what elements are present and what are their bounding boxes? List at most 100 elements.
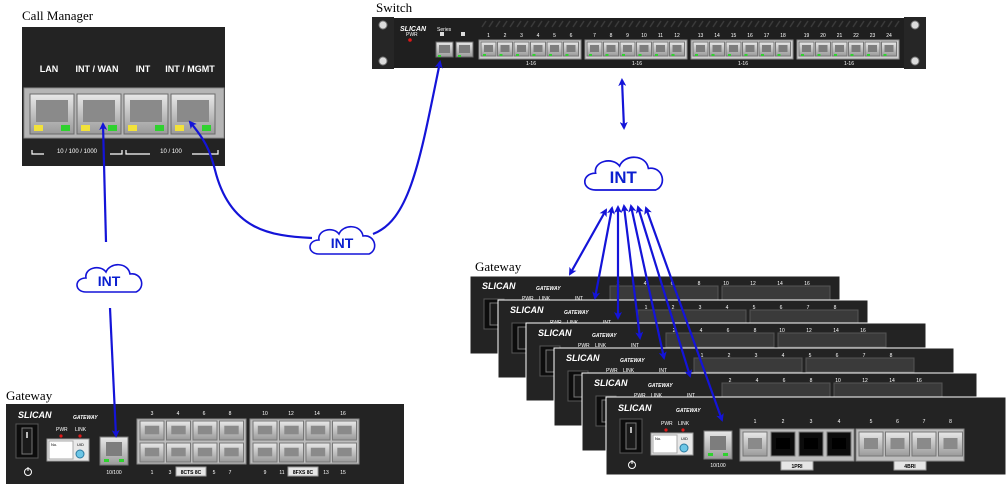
rj-port [770,431,796,457]
rj-port [332,420,357,441]
gateway-front-pwr: PWR [661,421,673,427]
cm-speed-left: 10 / 100 / 1000 [57,149,98,155]
gateway-single-uplink-speed: 10/100 [106,470,122,476]
rj-port [938,431,963,457]
gateway-single-port-number: 6 [203,411,206,417]
gateway-front-uid-label: UID [681,436,688,441]
gateway-single-port-number: 13 [323,470,329,476]
gateway-front-port-number: 2 [782,419,785,425]
gateway-stack-port-number: 6 [780,305,783,311]
gateway-front-port-number: 3 [810,419,813,425]
switch-port-number: 4 [537,33,540,39]
switch-port [497,41,513,57]
gateway-stack-port-number: 6 [836,353,839,359]
gateway-single-uid-button[interactable] [75,449,85,459]
gateway-stack-port-number: 8 [754,328,757,334]
switch-port-number: 17 [764,33,770,39]
switch-port-number: 2 [504,33,507,39]
cloud-middle: INT [309,225,376,255]
gateway-stack-port-number: 8 [834,305,837,311]
gateway-single-port-number: 1 [151,470,154,476]
switch-port-number: 1 [487,33,490,39]
gateway-single-no-label: No. [51,442,57,447]
rj-port [139,420,165,441]
gateway-stack-port-number: 7 [863,353,866,359]
gateway-stack-port-number: 10 [835,378,841,384]
gateway-stack-port-number: 14 [777,281,783,287]
gateway-stack-port-number: 7 [807,305,810,311]
gateway-single-link-label: LINK [75,427,87,433]
switch-port [881,41,897,57]
gateway-front-port-number: 1 [754,419,757,425]
switch-port-number: 10 [641,33,647,39]
gateway-single-port-number: 7 [229,470,232,476]
gateway-stack-brand: SLICAN [538,328,572,338]
cm-ethernet-port [29,93,75,135]
gateway-front-word: GATEWAY [676,408,701,414]
gateway-front-port-number: 5 [870,419,873,425]
connections [99,60,724,438]
gateway-stack-word: GATEWAY [536,286,561,292]
switch-port-number: 6 [570,33,573,39]
switch-group-label: 1-16 [844,61,854,67]
switch-port-number: 22 [853,33,859,39]
switch-group-label: 1-16 [632,61,642,67]
switch-port [864,41,881,57]
gateway-stack-port-number: 4 [700,328,703,334]
gateway-stack-port-number: 16 [916,378,922,384]
gateway-single-brand: SLICAN [18,410,52,420]
arrow-cloud-middle-to-switch [372,60,443,236]
switch-port-number: 15 [731,33,737,39]
switch-port [636,41,652,57]
power-symbol-icon [24,467,32,476]
switch-port-number: 5 [553,33,556,39]
gateway-stack-link: LINK [539,296,551,302]
rj-port [826,431,852,457]
rj-port [219,442,244,463]
gateway-single-word: GATEWAY [73,415,98,421]
gateway-stack-int: INT [575,296,583,302]
rj-port [252,442,278,463]
power-symbol-icon [628,460,636,469]
arrow-switch-to-cloud-right [618,78,628,130]
switch-port [831,41,848,57]
gateway-single-port-number: 4 [177,411,180,417]
gateway-front-port-number: 6 [896,419,899,425]
gateway-single-port-number: 10 [262,411,268,417]
switch-group-label: 1-16 [526,61,536,67]
switch-port [742,41,758,57]
gateway-stack-port-number: 8 [810,378,813,384]
cloud-right: INT [583,156,664,191]
cm-port-label-int-mgmt: INT / MGMT [165,64,215,74]
gateway-stack-pwr: PWR [606,368,618,374]
switch-port-number: 18 [780,33,786,39]
gateway-stack-port-number: 1 [645,305,648,311]
switch-port [513,41,530,57]
gateway-front-group-right: 4BRI [904,464,916,470]
gateway-stack-port-number: 3 [699,305,702,311]
gateway-single-port-number: 16 [340,411,346,417]
gateway-front-pwr-led [664,428,668,432]
gateway-front-uid-button[interactable] [679,443,689,453]
rj-port [305,442,331,463]
switch-port-number: 23 [870,33,876,39]
arrow-cloud-left-to-gateway-single [108,307,120,438]
cloud-left-label: INT [98,273,121,289]
gateway-single-group-left: 8CTS 8C [181,470,202,476]
switch-port [530,41,546,57]
gateway-single-port-number: 14 [314,411,320,417]
switch-port [815,41,831,57]
cm-speed-right: 10 / 100 [160,149,182,155]
caption-gateway-stack: Gateway [475,259,522,274]
gateway-stack-brand: SLICAN [594,378,628,388]
port-led [108,125,117,131]
rj-port [911,431,937,457]
gateway-stack-port-number: 3 [755,353,758,359]
switch-port [586,41,603,57]
switch-uplink-port [435,41,454,58]
gateway-stack-port-number: 2 [728,353,731,359]
switch-port-number: 11 [658,33,663,39]
gateway-stack-word: GATEWAY [564,310,589,316]
